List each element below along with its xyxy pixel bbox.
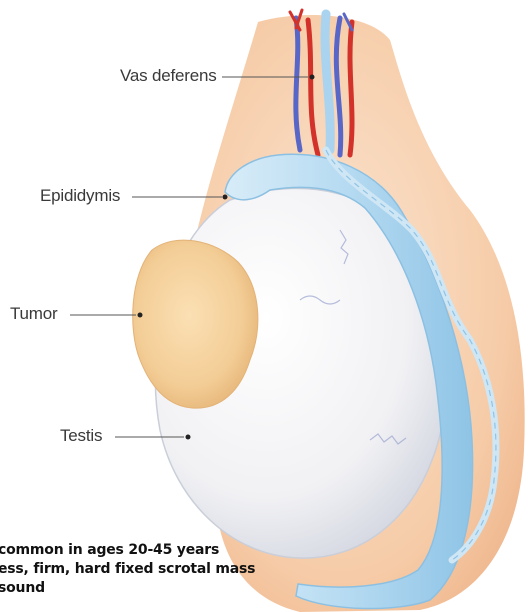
- epididymis-label: Epididymis: [40, 186, 120, 206]
- vas-deferens-label: Vas deferens: [120, 66, 217, 86]
- caption-line-3: sound: [0, 580, 45, 596]
- caption-line-1: common in ages 20-45 years: [0, 542, 219, 558]
- testis-label: Testis: [60, 426, 102, 446]
- tumor-shape: [133, 240, 258, 408]
- tumor-label: Tumor: [10, 304, 58, 324]
- caption-line-2: ess, firm, hard fixed scrotal mass: [0, 561, 255, 577]
